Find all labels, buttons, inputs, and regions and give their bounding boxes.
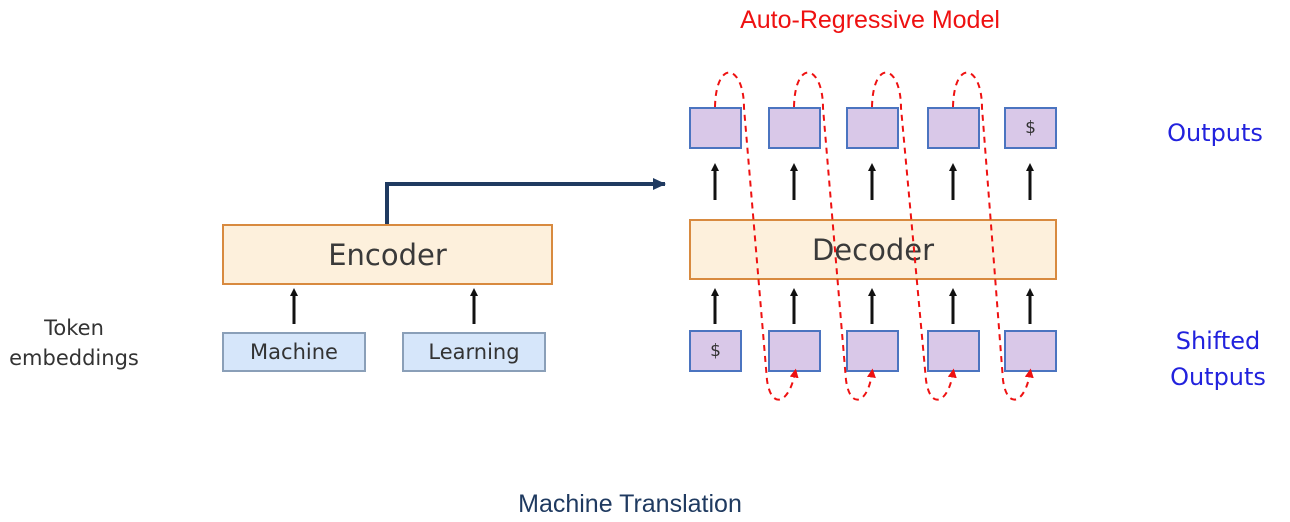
encoder-to-decoder-connector: [385, 178, 666, 224]
encoder-block: Encoder: [222, 224, 553, 285]
output-token-4: [927, 107, 980, 149]
embedding-machine: Machine: [222, 332, 366, 372]
embedding-label: Learning: [428, 340, 520, 364]
diagram-title: Auto-Regressive Model: [740, 6, 1000, 34]
shifted-outputs-label: Shifted Outputs: [1140, 323, 1290, 395]
token-label-line2: embeddings: [9, 346, 139, 370]
feedback-loop-3: [871, 71, 957, 401]
embedding-label: Machine: [250, 340, 338, 364]
feedback-loop-1: [714, 71, 799, 401]
shifted-token-1: $: [689, 330, 742, 372]
feedback-loop-2: [793, 71, 876, 401]
decoder-block: Decoder: [689, 219, 1057, 280]
token-embeddings-label: Token embeddings: [0, 313, 148, 373]
shifted-token-4: [927, 330, 980, 372]
diagram-caption: Machine Translation: [518, 490, 742, 518]
shifted-token-2: [768, 330, 821, 372]
shifted-label-line2: Outputs: [1170, 363, 1266, 391]
outputs-label: Outputs: [1167, 119, 1263, 147]
embedding-learning: Learning: [402, 332, 546, 372]
output-token-2: [768, 107, 821, 149]
token-label-line1: Token: [44, 316, 104, 340]
output-token-1: [689, 107, 742, 149]
shifted-token-5: [1004, 330, 1057, 372]
feedback-loop-4: [952, 71, 1034, 401]
output-token-5: $: [1004, 107, 1057, 149]
token-text: $: [710, 341, 721, 361]
token-text: $: [1025, 118, 1036, 138]
encoder-label: Encoder: [328, 237, 447, 272]
shifted-label-line1: Shifted: [1175, 327, 1261, 355]
output-token-3: [846, 107, 899, 149]
